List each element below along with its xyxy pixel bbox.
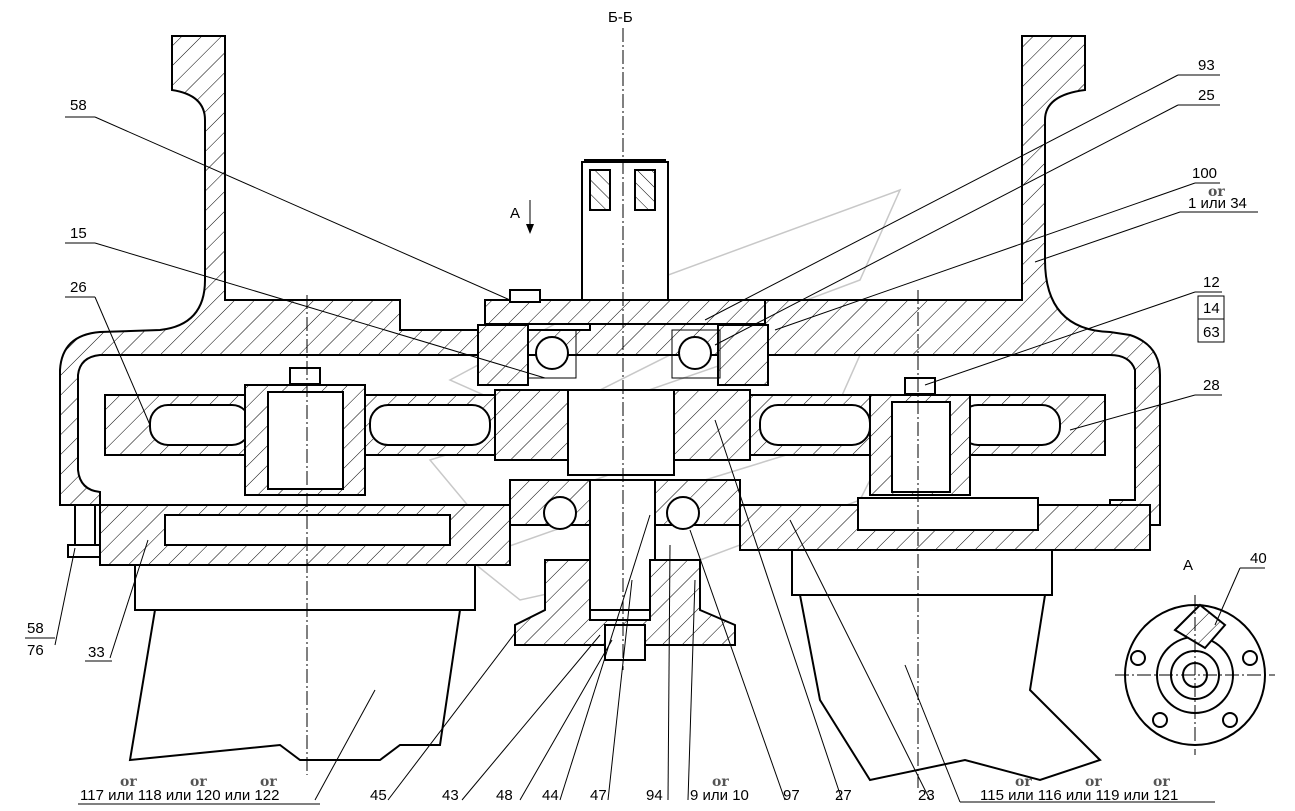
label-43: 43: [442, 787, 459, 804]
label-23: 23: [918, 787, 935, 804]
label-9-or-10: 9 или 10: [690, 787, 749, 804]
right-motor: [791, 549, 1102, 782]
view-label-right: А: [1183, 557, 1193, 574]
callout-12: 12: [1203, 274, 1220, 291]
callout-100: 100: [1192, 165, 1217, 182]
label-48: 48: [496, 787, 513, 804]
callout-1-or-34: 1 или 34: [1188, 195, 1247, 212]
view-label-top: А: [510, 205, 520, 222]
callout-15: 15: [70, 225, 87, 242]
or-label: or: [1015, 774, 1032, 790]
detail-view-a: [1115, 595, 1275, 755]
leader-lines: [54, 74, 1265, 803]
callout-28: 28: [1203, 377, 1220, 394]
callout-93: 93: [1198, 57, 1215, 74]
bearing-cap: [477, 289, 769, 386]
or-label: or: [1208, 184, 1225, 200]
callout-14: 14: [1203, 300, 1220, 317]
callout-63: 63: [1203, 324, 1220, 341]
view-arrow-a: [526, 200, 534, 234]
callout-40: 40: [1250, 550, 1267, 567]
or-label: or: [712, 774, 729, 790]
label-117-group: 117 или 118 или 120 или 122: [80, 787, 279, 804]
callout-33: 33: [88, 644, 105, 661]
or-label: or: [1085, 774, 1102, 790]
section-title: Б-Б: [608, 9, 633, 26]
callout-58: 58: [70, 97, 87, 114]
left-motor: [128, 564, 476, 762]
input-shaft: [581, 161, 669, 313]
callout-25: 25: [1198, 87, 1215, 104]
callout-26: 26: [70, 279, 87, 296]
label-97: 97: [783, 787, 800, 804]
or-label: or: [1153, 774, 1170, 790]
label-47: 47: [590, 787, 607, 804]
mount-flange: [99, 497, 1151, 566]
label-115-group: 115 или 116 или 119 или 121: [980, 787, 1178, 804]
lower-bearing: [509, 479, 741, 661]
label-45: 45: [370, 787, 387, 804]
or-label: or: [260, 774, 277, 790]
bolts: [67, 367, 936, 558]
label-94: 94: [646, 787, 663, 804]
label-27: 27: [835, 787, 852, 804]
or-label: or: [120, 774, 137, 790]
label-44: 44: [542, 787, 559, 804]
callout-58-lower: 58: [27, 620, 44, 637]
callout-76: 76: [27, 642, 44, 659]
gear-train: [104, 384, 1106, 496]
centerlines: [306, 28, 919, 790]
or-label: or: [190, 774, 207, 790]
